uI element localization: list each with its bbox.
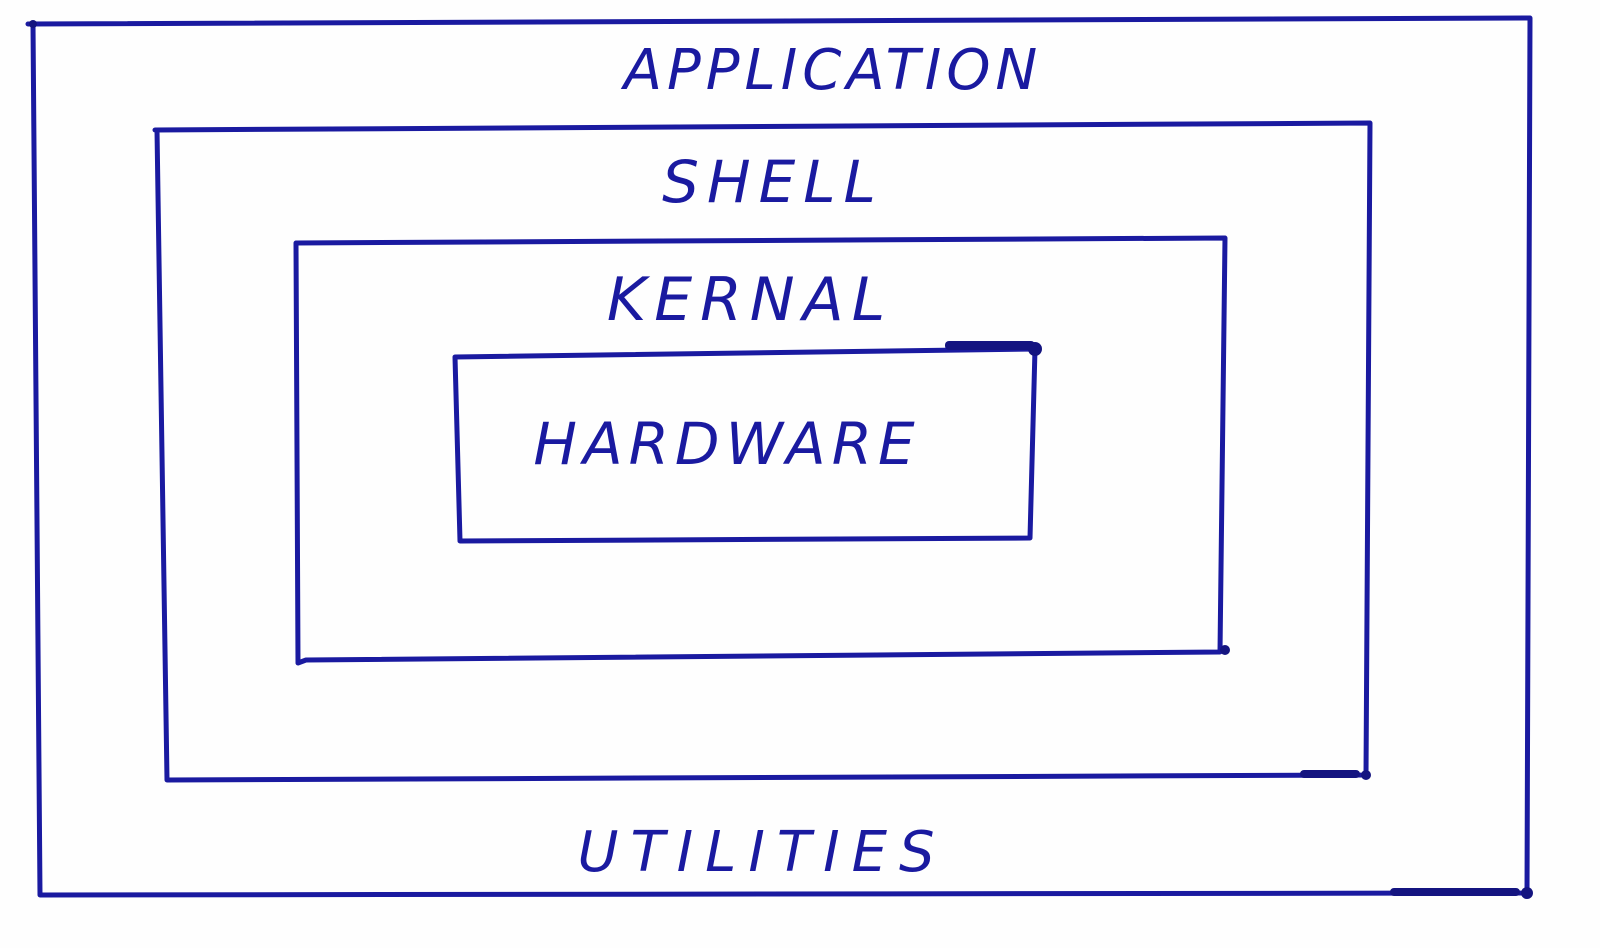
hardware-box: [452, 346, 1038, 544]
kernal-label: KERNAL: [606, 265, 894, 335]
application-label: APPLICATION: [623, 38, 1043, 103]
hardware-label: HARDWARE: [533, 410, 921, 478]
utilities-label: UTILITIES: [577, 820, 947, 885]
kernal-box: [293, 235, 1228, 666]
shell-label: SHELL: [662, 148, 884, 216]
